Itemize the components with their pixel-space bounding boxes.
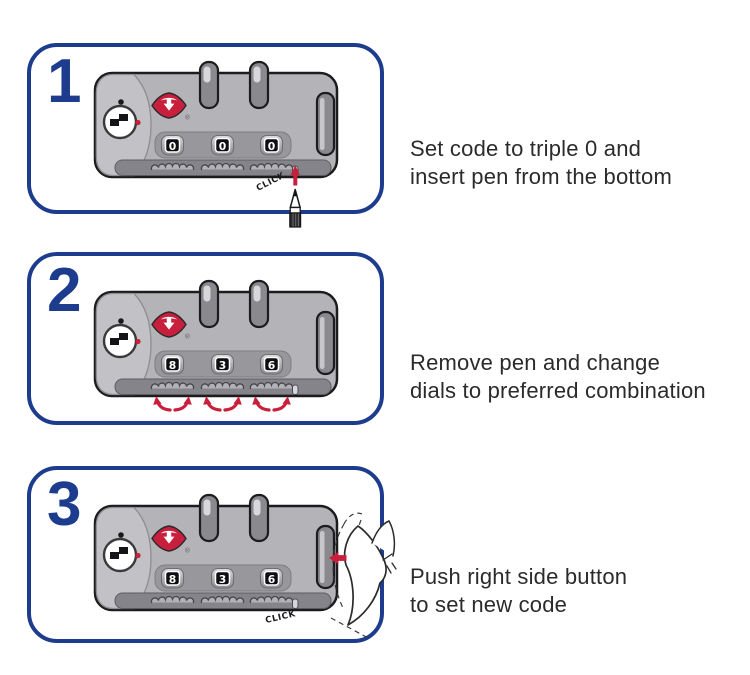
step-panel-3: 3 8 3 6 CLICK	[27, 466, 397, 643]
rotate-dials-arrows-icon	[151, 394, 293, 412]
dial-digit: 8	[169, 359, 177, 372]
click-label: CLICK	[255, 171, 287, 194]
dial-digit: 3	[219, 359, 227, 372]
step-caption-1: Set code to triple 0 and insert pen from…	[410, 136, 672, 189]
step-number: 2	[47, 256, 82, 325]
step-panel-2: 2 8 3 6	[27, 252, 384, 425]
dial-digit: 3	[219, 573, 227, 586]
dial-digit: 0	[169, 140, 177, 153]
arrow-up-icon	[290, 165, 300, 186]
step-caption-3: Push right side button to set new code	[410, 564, 628, 617]
step-caption-2: Remove pen and change dials to preferred…	[410, 350, 706, 403]
lock-illustration-step1: 0 0 0 CLICK	[27, 43, 427, 228]
step-panel-1: 1 0 0 0 CLICK	[27, 43, 384, 228]
click-label: CLICK	[264, 609, 296, 626]
dial-digit: 0	[219, 140, 227, 153]
lock-illustration-step2: 8 3 6	[27, 252, 427, 412]
step-number: 1	[47, 47, 82, 116]
lock-illustration-step3: 8 3 6 CLICK	[27, 466, 397, 640]
dial-digit: 0	[268, 140, 276, 153]
dial-digit: 6	[268, 359, 276, 372]
step-number: 3	[47, 470, 82, 539]
dial-digit: 8	[169, 573, 177, 586]
pen-icon	[289, 188, 302, 228]
dial-digit: 6	[268, 573, 276, 586]
hand-icon	[330, 512, 397, 640]
arrow-left-icon	[329, 551, 347, 565]
